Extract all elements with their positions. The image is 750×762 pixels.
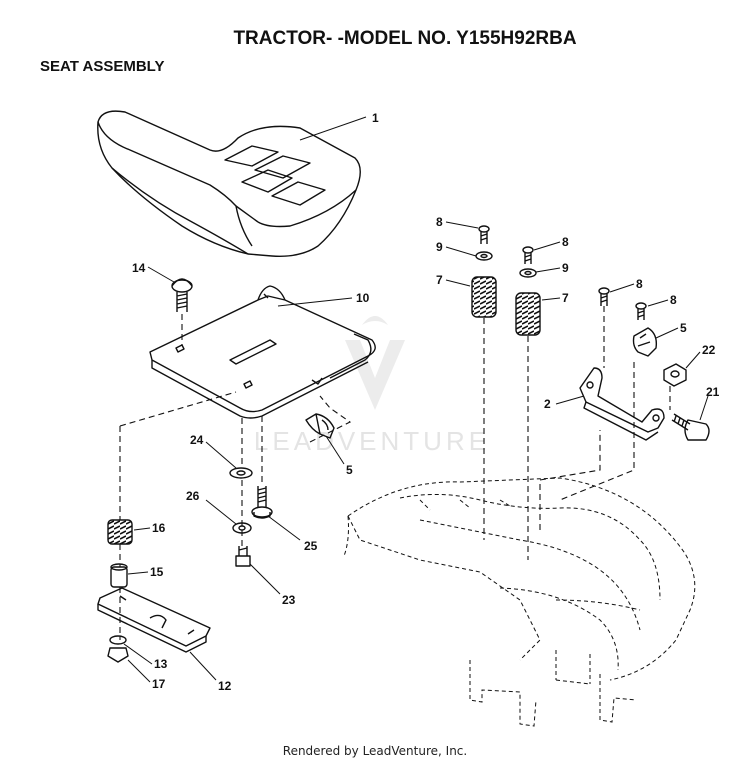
bolt-part-14	[171, 278, 193, 312]
callout-12: 12	[218, 679, 232, 693]
callout-2: 2	[544, 397, 551, 411]
clip-part-5-right	[632, 327, 658, 357]
callout-8-a: 8	[436, 215, 443, 229]
bolt-part-21	[671, 413, 710, 441]
callout-10: 10	[356, 291, 370, 305]
washer-part-13	[109, 635, 127, 645]
bolt-part-25	[251, 486, 273, 519]
washer-part-24	[229, 467, 253, 479]
callout-5-right: 5	[680, 321, 687, 335]
callout-leaders	[123, 116, 709, 683]
callout-17: 17	[152, 677, 166, 691]
bolt-part-23	[235, 546, 251, 567]
callout-21: 21	[706, 385, 720, 399]
watermark-logo: LEADVENTURE	[254, 316, 490, 456]
seat-part-1	[97, 110, 361, 257]
assembly-guide-lines	[119, 306, 671, 640]
callout-24: 24	[190, 433, 204, 447]
callout-14: 14	[132, 261, 146, 275]
section-title: SEAT ASSEMBLY	[40, 58, 165, 75]
spring-part-7-b	[515, 292, 541, 336]
washer-part-9-b	[519, 268, 537, 278]
callout-8-b: 8	[562, 235, 569, 249]
bracket-part-12	[97, 587, 211, 653]
callout-9-a: 9	[436, 240, 443, 254]
watermark-text: LEADVENTURE	[254, 426, 490, 456]
washer-part-9-a	[475, 251, 493, 261]
screw-part-8-a	[478, 225, 490, 244]
callout-22: 22	[702, 343, 716, 357]
screw-part-8-c	[598, 287, 610, 306]
callout-7-b: 7	[562, 291, 569, 305]
callout-16: 16	[152, 521, 166, 535]
callout-15: 15	[150, 565, 164, 579]
callout-25: 25	[304, 539, 318, 553]
nut-part-17	[107, 647, 129, 663]
callout-5-left: 5	[346, 463, 353, 477]
callout-26: 26	[186, 489, 200, 503]
callout-8-c: 8	[636, 277, 643, 291]
page-title: TRACTOR- -MODEL NO. Y155H92RBA	[233, 28, 577, 49]
clip-part-5-left	[305, 413, 335, 439]
callout-1: 1	[372, 111, 379, 125]
callout-labels: 1 14 10 5 24 26 25 16 15 23 13 17 12 8 9…	[132, 111, 720, 693]
seat-pan-part-10	[149, 285, 376, 419]
spacer-part-15	[110, 563, 128, 588]
screw-part-8-b	[522, 246, 534, 264]
tractor-body-outline	[343, 477, 696, 727]
callout-7-a: 7	[436, 273, 443, 287]
screw-part-8-d	[635, 302, 647, 320]
callout-23: 23	[282, 593, 296, 607]
spring-part-16	[107, 519, 133, 545]
callout-9-b: 9	[562, 261, 569, 275]
footer-credit: Rendered by LeadVenture, Inc.	[282, 744, 468, 758]
nut-part-22	[663, 363, 687, 387]
callout-8-d: 8	[670, 293, 677, 307]
callout-13: 13	[154, 657, 168, 671]
bracket-part-2	[579, 367, 665, 441]
spring-part-7-a	[471, 276, 497, 318]
